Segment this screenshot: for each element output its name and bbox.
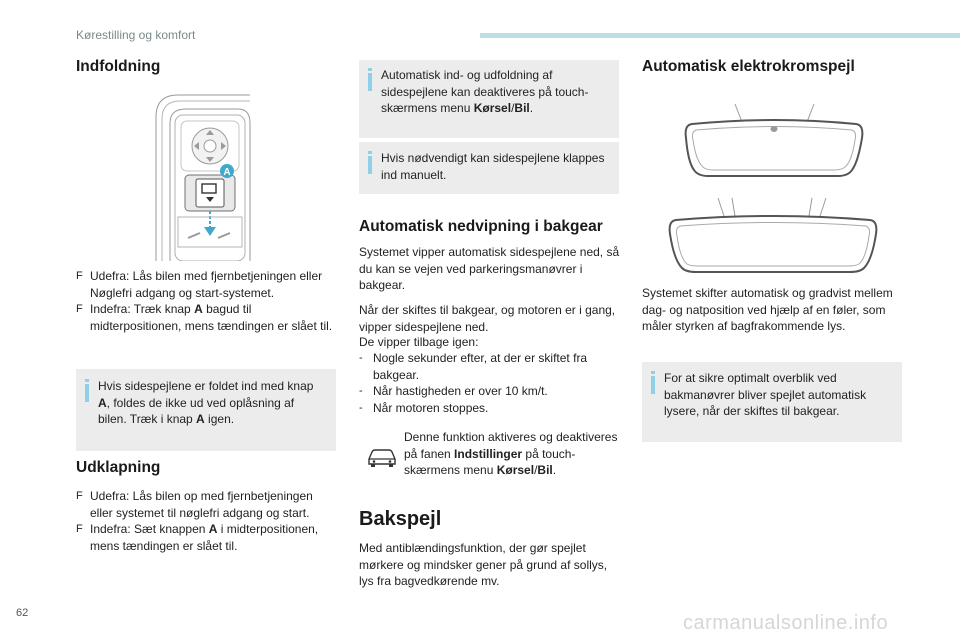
list-item: -Nogle sekunder efter, at der er skiftet…	[359, 351, 588, 382]
list-item: -Når hastigheden er over 10 km/t.	[359, 384, 548, 398]
note-folded-mirrors: Hvis sidespejlene er foldet ind med knap…	[76, 369, 336, 451]
paragraph: Med antiblændingsfunktion, der gør spejl…	[359, 541, 608, 588]
marker-a: A	[223, 167, 230, 178]
section-bar	[480, 33, 960, 38]
paragraph: Når der skiftes til bakgear, og motoren …	[359, 303, 616, 334]
section-title: Kørestilling og komfort	[76, 28, 196, 42]
heading-indfoldning: Indfoldning	[76, 58, 161, 75]
heading-udklapning: Udklapning	[76, 459, 161, 476]
heading-bakspejl: Bakspejl	[359, 508, 442, 530]
paragraph: Systemet skifter automatisk og gradvist …	[642, 286, 893, 333]
car-note-text: Denne funktion aktiveres og deaktiveres …	[404, 430, 618, 477]
mirror-switch-illustration: A	[148, 87, 264, 262]
paragraph: Systemet vipper automatisk sidespejlene …	[359, 245, 620, 292]
car-settings-icon	[366, 446, 398, 468]
note-text: Hvis nødvendigt kan sidespejlene klappes…	[381, 151, 605, 182]
page-number: 62	[16, 607, 29, 619]
note-reverse-brighten: For at sikre optimalt overblik ved bakma…	[642, 362, 902, 442]
note-text: Hvis sidespejlene er foldet ind med knap…	[98, 379, 314, 426]
paragraph: De vipper tilbage igen:	[359, 335, 479, 349]
watermark: carmanualsonline.info	[683, 612, 889, 634]
heading-elektrokromspejl: Automatisk elektrokromspejl	[642, 58, 855, 75]
note-deactivate-folding: Automatisk ind- og udfoldning af sidespe…	[359, 60, 619, 138]
note-text: For at sikre optimalt overblik ved bakma…	[664, 371, 867, 418]
note-manual-fold: Hvis nødvendigt kan sidespejlene klappes…	[359, 142, 619, 194]
heading-nedvipning: Automatisk nedvipning i bakgear	[359, 218, 603, 235]
list-item: -Når motoren stoppes.	[359, 400, 489, 415]
rearview-mirror-illustration	[662, 100, 882, 278]
note-text: Automatisk ind- og udfoldning af sidespe…	[381, 68, 589, 115]
dash-list: -Nogle sekunder efter, at der er skiftet…	[359, 350, 621, 416]
